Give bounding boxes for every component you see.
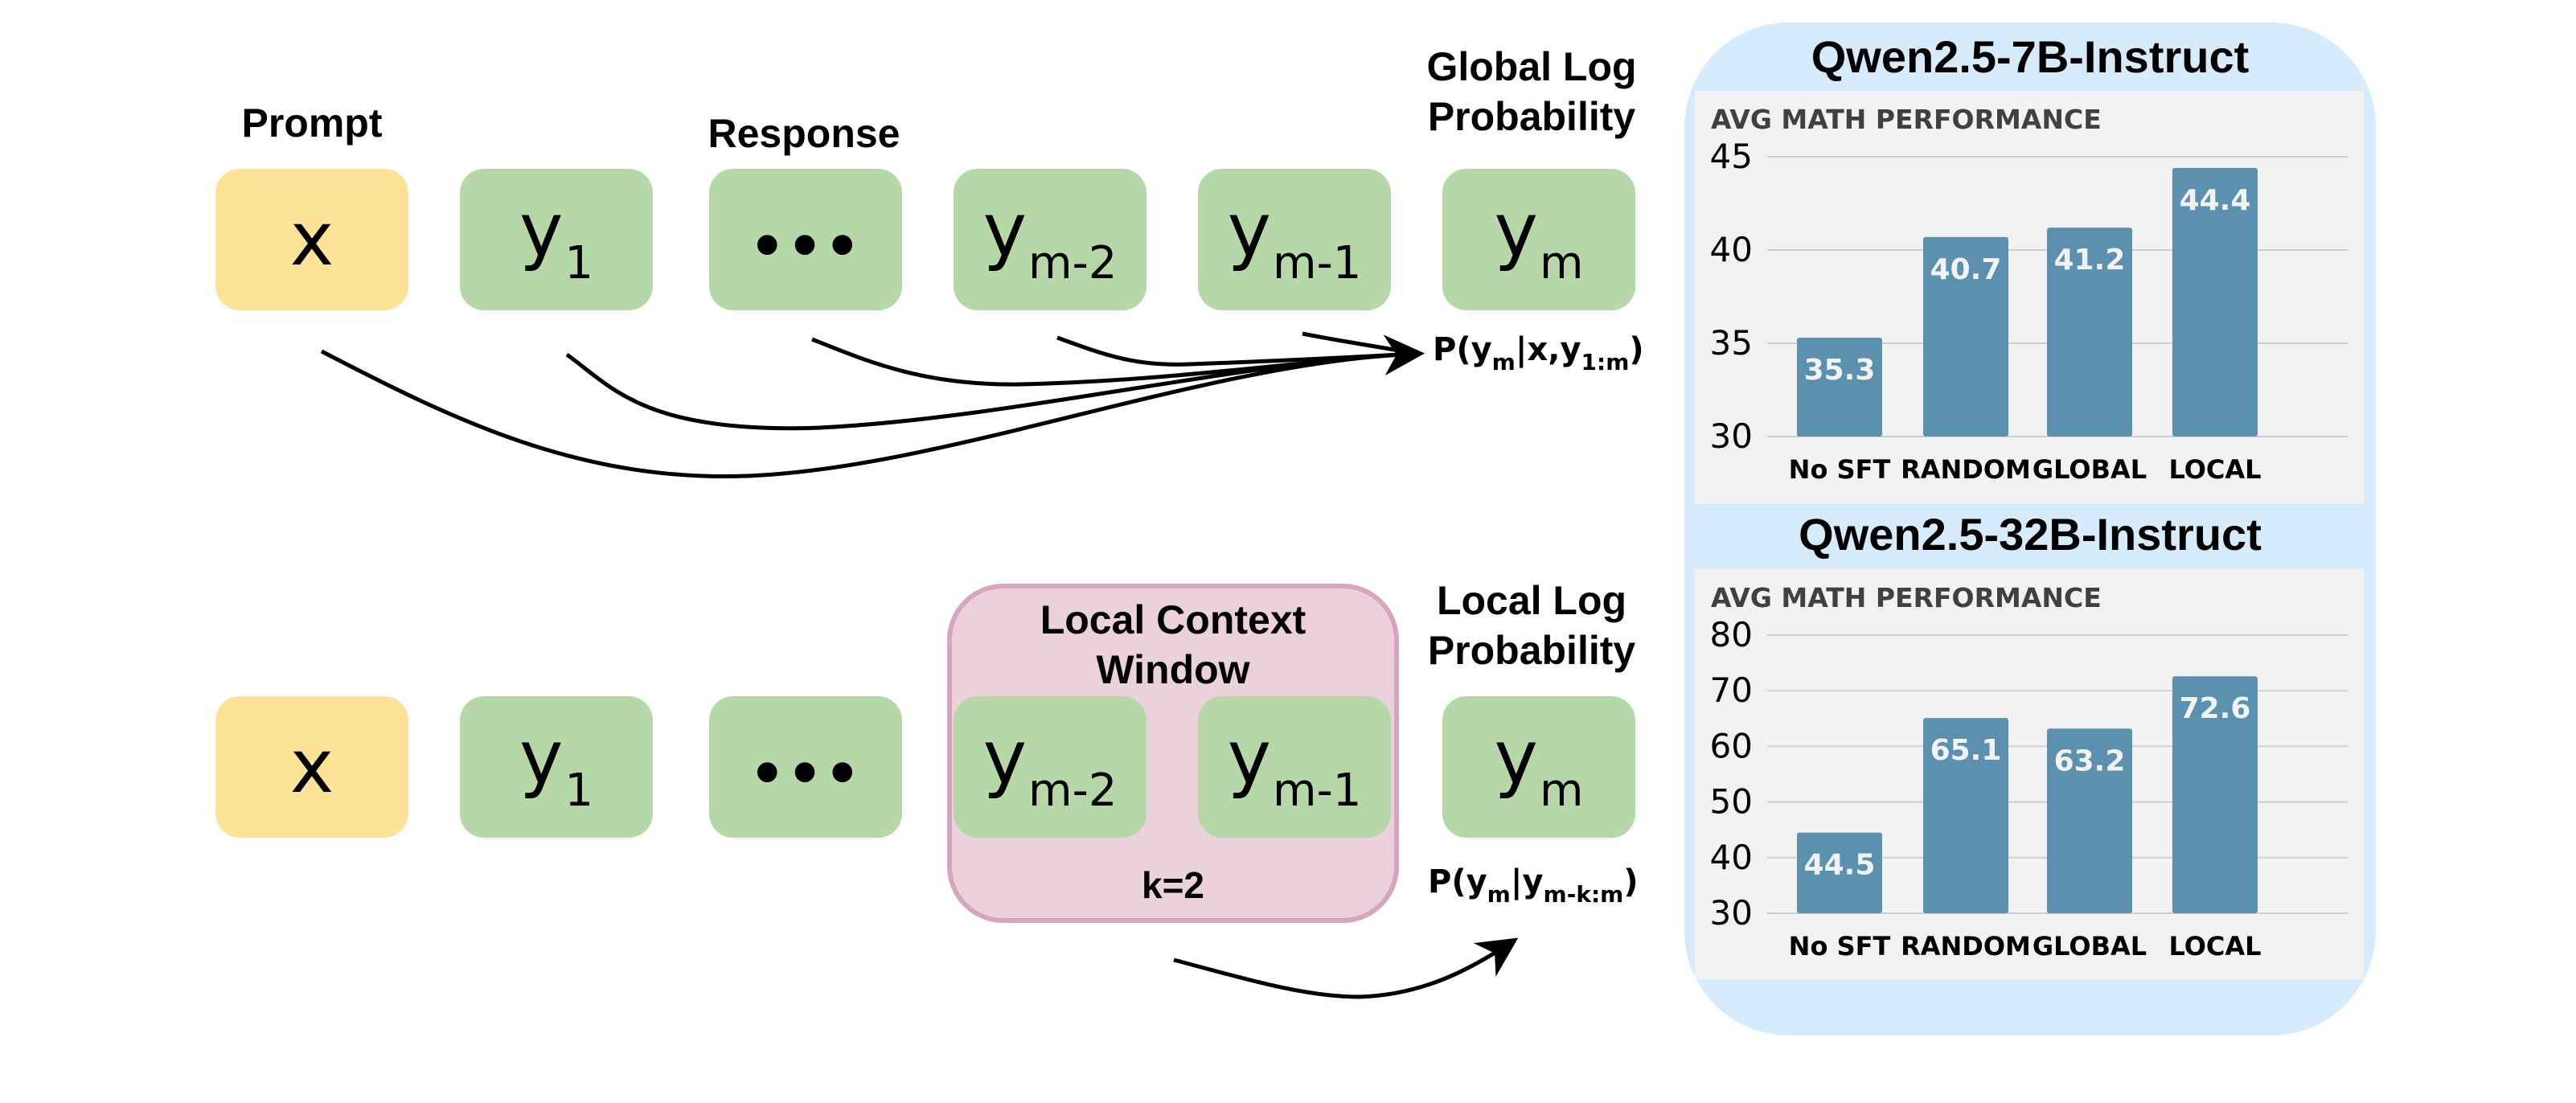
- global-log-probability-heading: Global Log Probability: [1426, 44, 1637, 139]
- y-tick-label: 50: [1710, 782, 1753, 822]
- token-label: ym-2: [982, 714, 1118, 817]
- token-label: x: [289, 724, 334, 810]
- bar-value-label: 44.5: [1804, 849, 1876, 882]
- token-label: ym: [1494, 187, 1584, 289]
- token-label: y1: [519, 187, 594, 289]
- bar-value-label: 72.6: [2180, 692, 2251, 725]
- global-token-ym: ym: [1442, 169, 1635, 310]
- x-tick-label: LOCAL: [2168, 454, 2261, 485]
- y-tick-label: 80: [1710, 615, 1753, 654]
- local-token-ym-1: ym-1: [1198, 696, 1391, 838]
- y-tick-label: 60: [1710, 726, 1753, 765]
- x-tick-label: GLOBAL: [2032, 931, 2147, 962]
- response-heading: Response: [708, 111, 900, 156]
- prompt-heading: Prompt: [241, 100, 383, 146]
- window-size-label: k=2: [1141, 864, 1205, 906]
- x-tick-label: No SFT: [1789, 931, 1891, 962]
- x-tick-label: No SFT: [1789, 454, 1891, 485]
- y-tick-label: 40: [1710, 230, 1753, 269]
- token-label: •••: [749, 741, 863, 807]
- bar-no-sft: [1797, 338, 1882, 437]
- token-label: ym-1: [1227, 714, 1362, 817]
- chart-7b: AVG MATH PERFORMANCE 30 35 40 45 35.3 No SFT 4…: [1695, 91, 2364, 504]
- global-token-ym-2: ym-2: [954, 169, 1146, 310]
- arrow-from-ym1: [1302, 331, 1417, 356]
- token-label: x: [289, 196, 334, 282]
- local-context-window-heading: Local Context Window: [1040, 597, 1306, 692]
- bar-value-label: 63.2: [2054, 744, 2126, 777]
- x-tick-label: RANDOM: [1901, 454, 2031, 485]
- token-label: ym-1: [1227, 187, 1362, 289]
- bar-no-sft: [1797, 832, 1882, 913]
- chart-title-7b: Qwen2.5-7B-Instruct: [1811, 31, 2250, 82]
- global-token-x: x: [215, 169, 408, 310]
- arrow-local: [1173, 937, 1519, 999]
- x-tick-label: LOCAL: [2168, 931, 2261, 962]
- x-tick-label: GLOBAL: [2032, 454, 2147, 485]
- global-formula: P(ym|x,y1:m): [1433, 331, 1644, 375]
- local-token-y1: y1: [460, 696, 653, 838]
- bar-local: [2172, 167, 2258, 437]
- chart-title-32b: Qwen2.5-32B-Instruct: [1799, 509, 2262, 560]
- local-token-ellipsis: •••: [709, 696, 902, 838]
- y-tick-label: 40: [1710, 838, 1753, 877]
- global-token-ym-1: ym-1: [1198, 169, 1391, 310]
- bar-random: [1923, 236, 2008, 437]
- global-token-ellipsis: •••: [709, 169, 902, 310]
- global-token-y1: y1: [460, 169, 653, 310]
- token-label: ym: [1494, 714, 1584, 817]
- local-log-probability-heading: Local Log Probability: [1427, 578, 1636, 673]
- y-tick-label: 30: [1710, 416, 1753, 456]
- bar-local: [2172, 676, 2258, 913]
- token-label: y1: [519, 714, 594, 817]
- bar-value-label: 44.4: [2180, 184, 2251, 217]
- arrow-from-ellipsis: [811, 337, 1417, 387]
- chart-ylabel-7b: AVG MATH PERFORMANCE: [1711, 104, 2102, 135]
- bar-random: [1923, 718, 2008, 913]
- token-label: •••: [749, 214, 863, 280]
- bar-global: [2047, 228, 2132, 437]
- bar-value-label: 41.2: [2054, 244, 2126, 277]
- x-tick-label: RANDOM: [1901, 931, 2031, 962]
- chart-ylabel-32b: AVG MATH PERFORMANCE: [1711, 582, 2102, 613]
- chart-32b: AVG MATH PERFORMANCE 30 40 50 60 70 80 44.5 No …: [1695, 569, 2364, 979]
- token-label: ym-2: [982, 187, 1118, 289]
- local-formula: P(ym|ym-k:m): [1428, 863, 1639, 908]
- y-tick-label: 35: [1710, 323, 1753, 363]
- local-token-ym: ym: [1442, 696, 1635, 838]
- arrow-from-x: [320, 334, 1425, 479]
- local-token-x: x: [215, 696, 408, 838]
- arrow-from-ym2: [1056, 335, 1417, 367]
- bar-global: [2047, 728, 2132, 913]
- y-tick-label: 30: [1710, 893, 1753, 933]
- bar-value-label: 35.3: [1804, 354, 1876, 387]
- y-tick-label: 70: [1710, 670, 1753, 710]
- local-token-ym-2: ym-2: [954, 696, 1146, 838]
- bar-value-label: 65.1: [1930, 734, 2002, 767]
- y-tick-label: 45: [1710, 137, 1753, 176]
- bar-value-label: 40.7: [1930, 253, 2002, 286]
